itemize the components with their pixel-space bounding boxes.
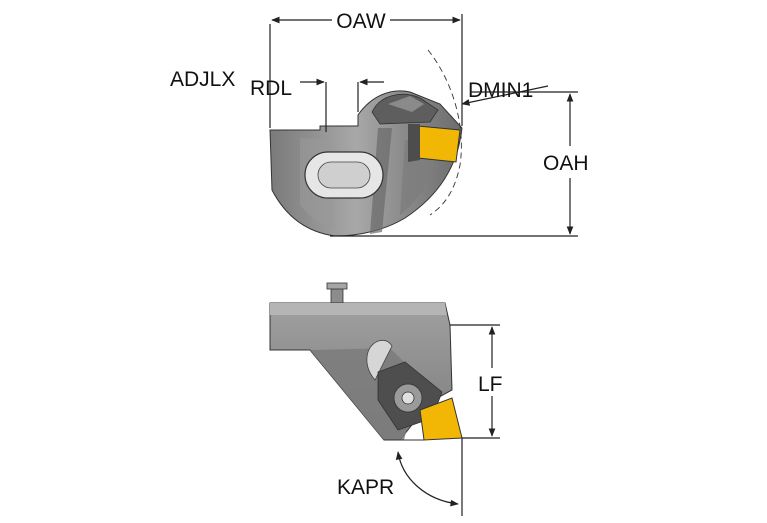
bottom-view-groove <box>366 339 393 381</box>
oaw-label: OAW <box>336 10 386 33</box>
adjlx-label: ADJLX <box>170 68 235 91</box>
bottom-view-top-face <box>270 303 447 315</box>
lf-label: LF <box>478 373 503 396</box>
dmin1-label: DMIN1 <box>468 79 533 102</box>
oah-label: OAH <box>543 152 589 175</box>
slot-hole-inner <box>317 161 371 189</box>
rdl-label: RDL <box>250 77 292 100</box>
locating-pin-head <box>326 282 348 290</box>
clamp-head-highlight <box>388 96 424 112</box>
clamp-screw-socket <box>401 391 415 405</box>
cutting-diameter-arc <box>427 49 462 216</box>
dmin1-leader <box>461 85 549 106</box>
insert-seat <box>408 124 420 162</box>
top-view-insert <box>417 125 461 163</box>
kapr-angle-arc <box>395 451 459 507</box>
top-view: OAW ADJLX RDL DMIN1 OAH <box>170 10 589 237</box>
kapr-label: KAPR <box>337 476 394 499</box>
bottom-view: LF KAPR <box>269 282 503 516</box>
